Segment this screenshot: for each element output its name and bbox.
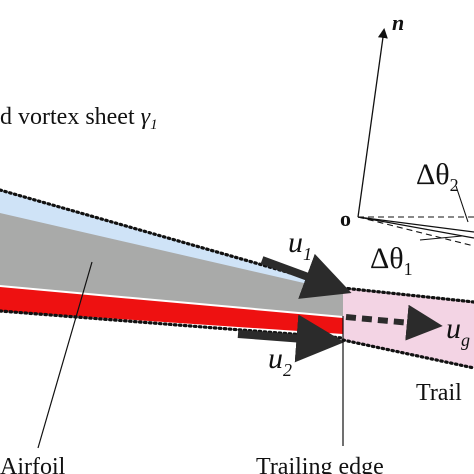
u2-arrow	[237, 314, 345, 363]
frame-solid-line-upper	[357, 216, 474, 233]
u1-label: u1	[288, 226, 312, 264]
lower-vortex-sheet	[0, 287, 343, 334]
trailing-edge-label: Trailing edge	[256, 454, 384, 474]
n-axis-arrow	[357, 28, 388, 218]
ug-label: ug	[446, 312, 470, 350]
u2-label: u2	[268, 342, 292, 380]
trailing-cut-label: Trail	[416, 380, 462, 406]
wake-upper-dotted-boundary	[341, 286, 474, 304]
lower-dotted-boundary	[0, 309, 345, 340]
delta-theta-2-label: Δθ2	[416, 158, 459, 195]
n-axis-label: n	[392, 10, 404, 35]
airfoil-body	[0, 212, 343, 316]
u1-arrow	[260, 253, 352, 299]
wake-lower-dotted-boundary	[341, 338, 474, 370]
delta-theta-1-pointer	[419, 235, 463, 241]
delta-theta-1-label: Δθ1	[370, 242, 413, 279]
delta-theta-2-pointer	[455, 185, 469, 223]
ug-dashed-arrow	[345, 304, 443, 341]
origin-label: o	[340, 206, 351, 231]
vortex-sheet-label: d vortex sheet γ1	[0, 104, 158, 133]
airfoil-leader-line	[37, 261, 93, 449]
frame-solid-line-lower	[357, 216, 474, 239]
airfoil-label: Airfoil	[0, 454, 66, 474]
